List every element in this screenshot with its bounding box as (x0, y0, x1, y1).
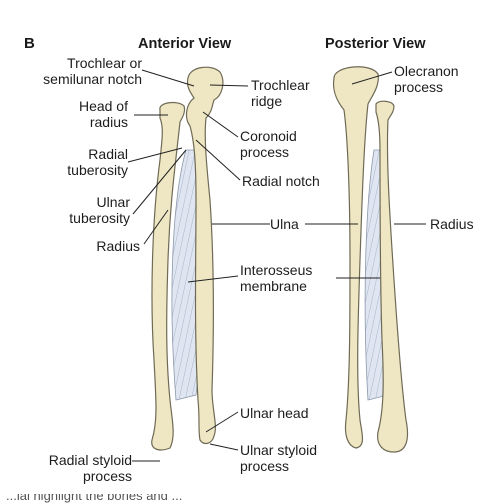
anterior-view-title: Anterior View (138, 36, 232, 52)
label-ulnar-tuberosity: Ulnar tuberosity (69, 194, 130, 226)
label-radial-notch: Radial notch (242, 173, 320, 189)
posterior-ulna (332, 66, 379, 449)
label-radial-tuberosity: Radial tuberosity (67, 146, 128, 178)
label-head-of-radius: Head of radius (78, 98, 128, 130)
label-trochlear-notch: Trochlear or semilunar notch (43, 55, 142, 87)
posterior-view-title: Posterior View (325, 36, 426, 52)
anterior-radius (151, 101, 186, 451)
label-olecranon-process: Olecranon process (394, 63, 459, 95)
label-radial-styloid-process: Radial styloid process (48, 452, 132, 484)
label-ulnar-styloid-process: Ulnar styloid process (240, 442, 318, 474)
label-trochlear-ridge: Trochlear ridge (251, 77, 310, 109)
label-interosseus-membrane: Interosseus membrane (240, 262, 313, 294)
label-ulnar-head: Ulnar head (240, 405, 309, 421)
caption-fragment: ...ial highlight the bones and ... (6, 494, 183, 503)
label-radius-posterior: Radius (430, 216, 474, 232)
label-radius-anterior: Radius (96, 238, 140, 254)
label-coronoid-process: Coronoid process (240, 128, 297, 160)
label-ulna: Ulna (270, 216, 299, 232)
leader-lines (127, 69, 426, 462)
panel-letter: B (24, 35, 35, 52)
anterior-ulna (185, 66, 224, 445)
posterior-radius (375, 100, 409, 453)
